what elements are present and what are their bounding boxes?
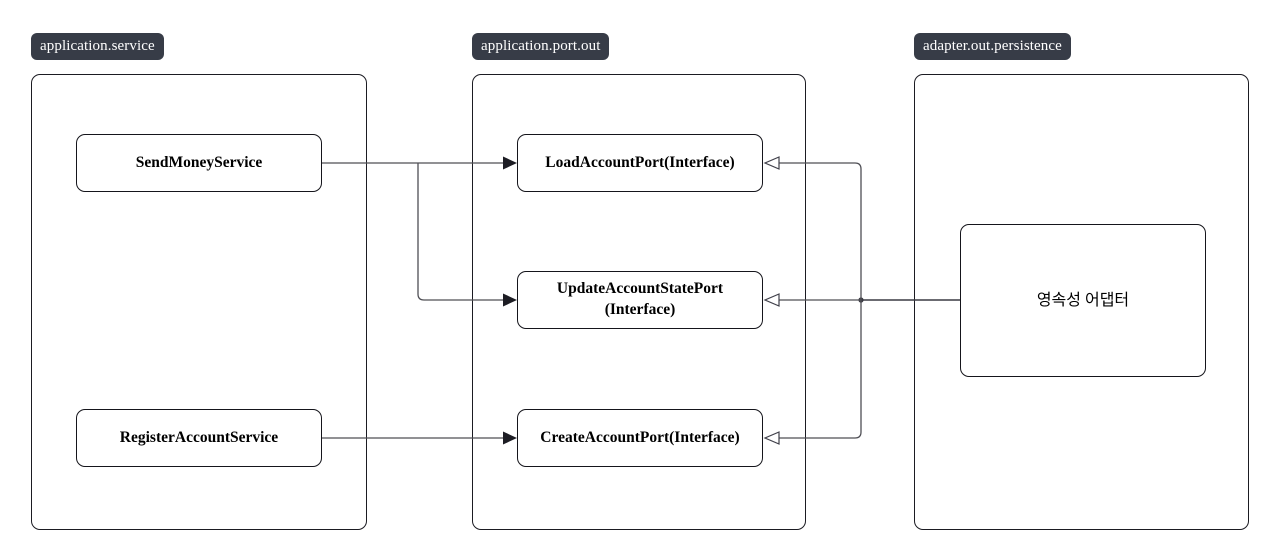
node-register-account-service[interactable]: RegisterAccountService [76, 409, 322, 467]
node-label-create-account-port: CreateAccountPort(Interface) [540, 428, 740, 446]
node-persistence-adapter[interactable]: 영속성 어댑터 [960, 224, 1206, 377]
node-label-load-account-port: LoadAccountPort(Interface) [545, 153, 735, 171]
node-label-update-account-state-port-line1: UpdateAccountStatePort [556, 280, 724, 298]
node-create-account-port[interactable]: CreateAccountPort(Interface) [517, 409, 763, 467]
node-update-account-state-port[interactable]: UpdateAccountStatePort (Interface) [517, 271, 763, 329]
node-label-send-money-service: SendMoneyService [135, 153, 263, 171]
node-load-account-port[interactable]: LoadAccountPort(Interface) [517, 134, 763, 192]
node-label-update-account-state-port-line2: (Interface) [604, 301, 676, 318]
package-tag-application-service: application.service [31, 33, 164, 60]
node-send-money-service[interactable]: SendMoneyService [76, 134, 322, 192]
node-label-persistence-adapter: 영속성 어댑터 [1036, 291, 1130, 309]
node-label-register-account-service: RegisterAccountService [119, 428, 279, 446]
package-tag-application-port-out: application.port.out [472, 33, 610, 60]
package-tag-adapter-out-persistence: adapter.out.persistence [914, 33, 1071, 60]
